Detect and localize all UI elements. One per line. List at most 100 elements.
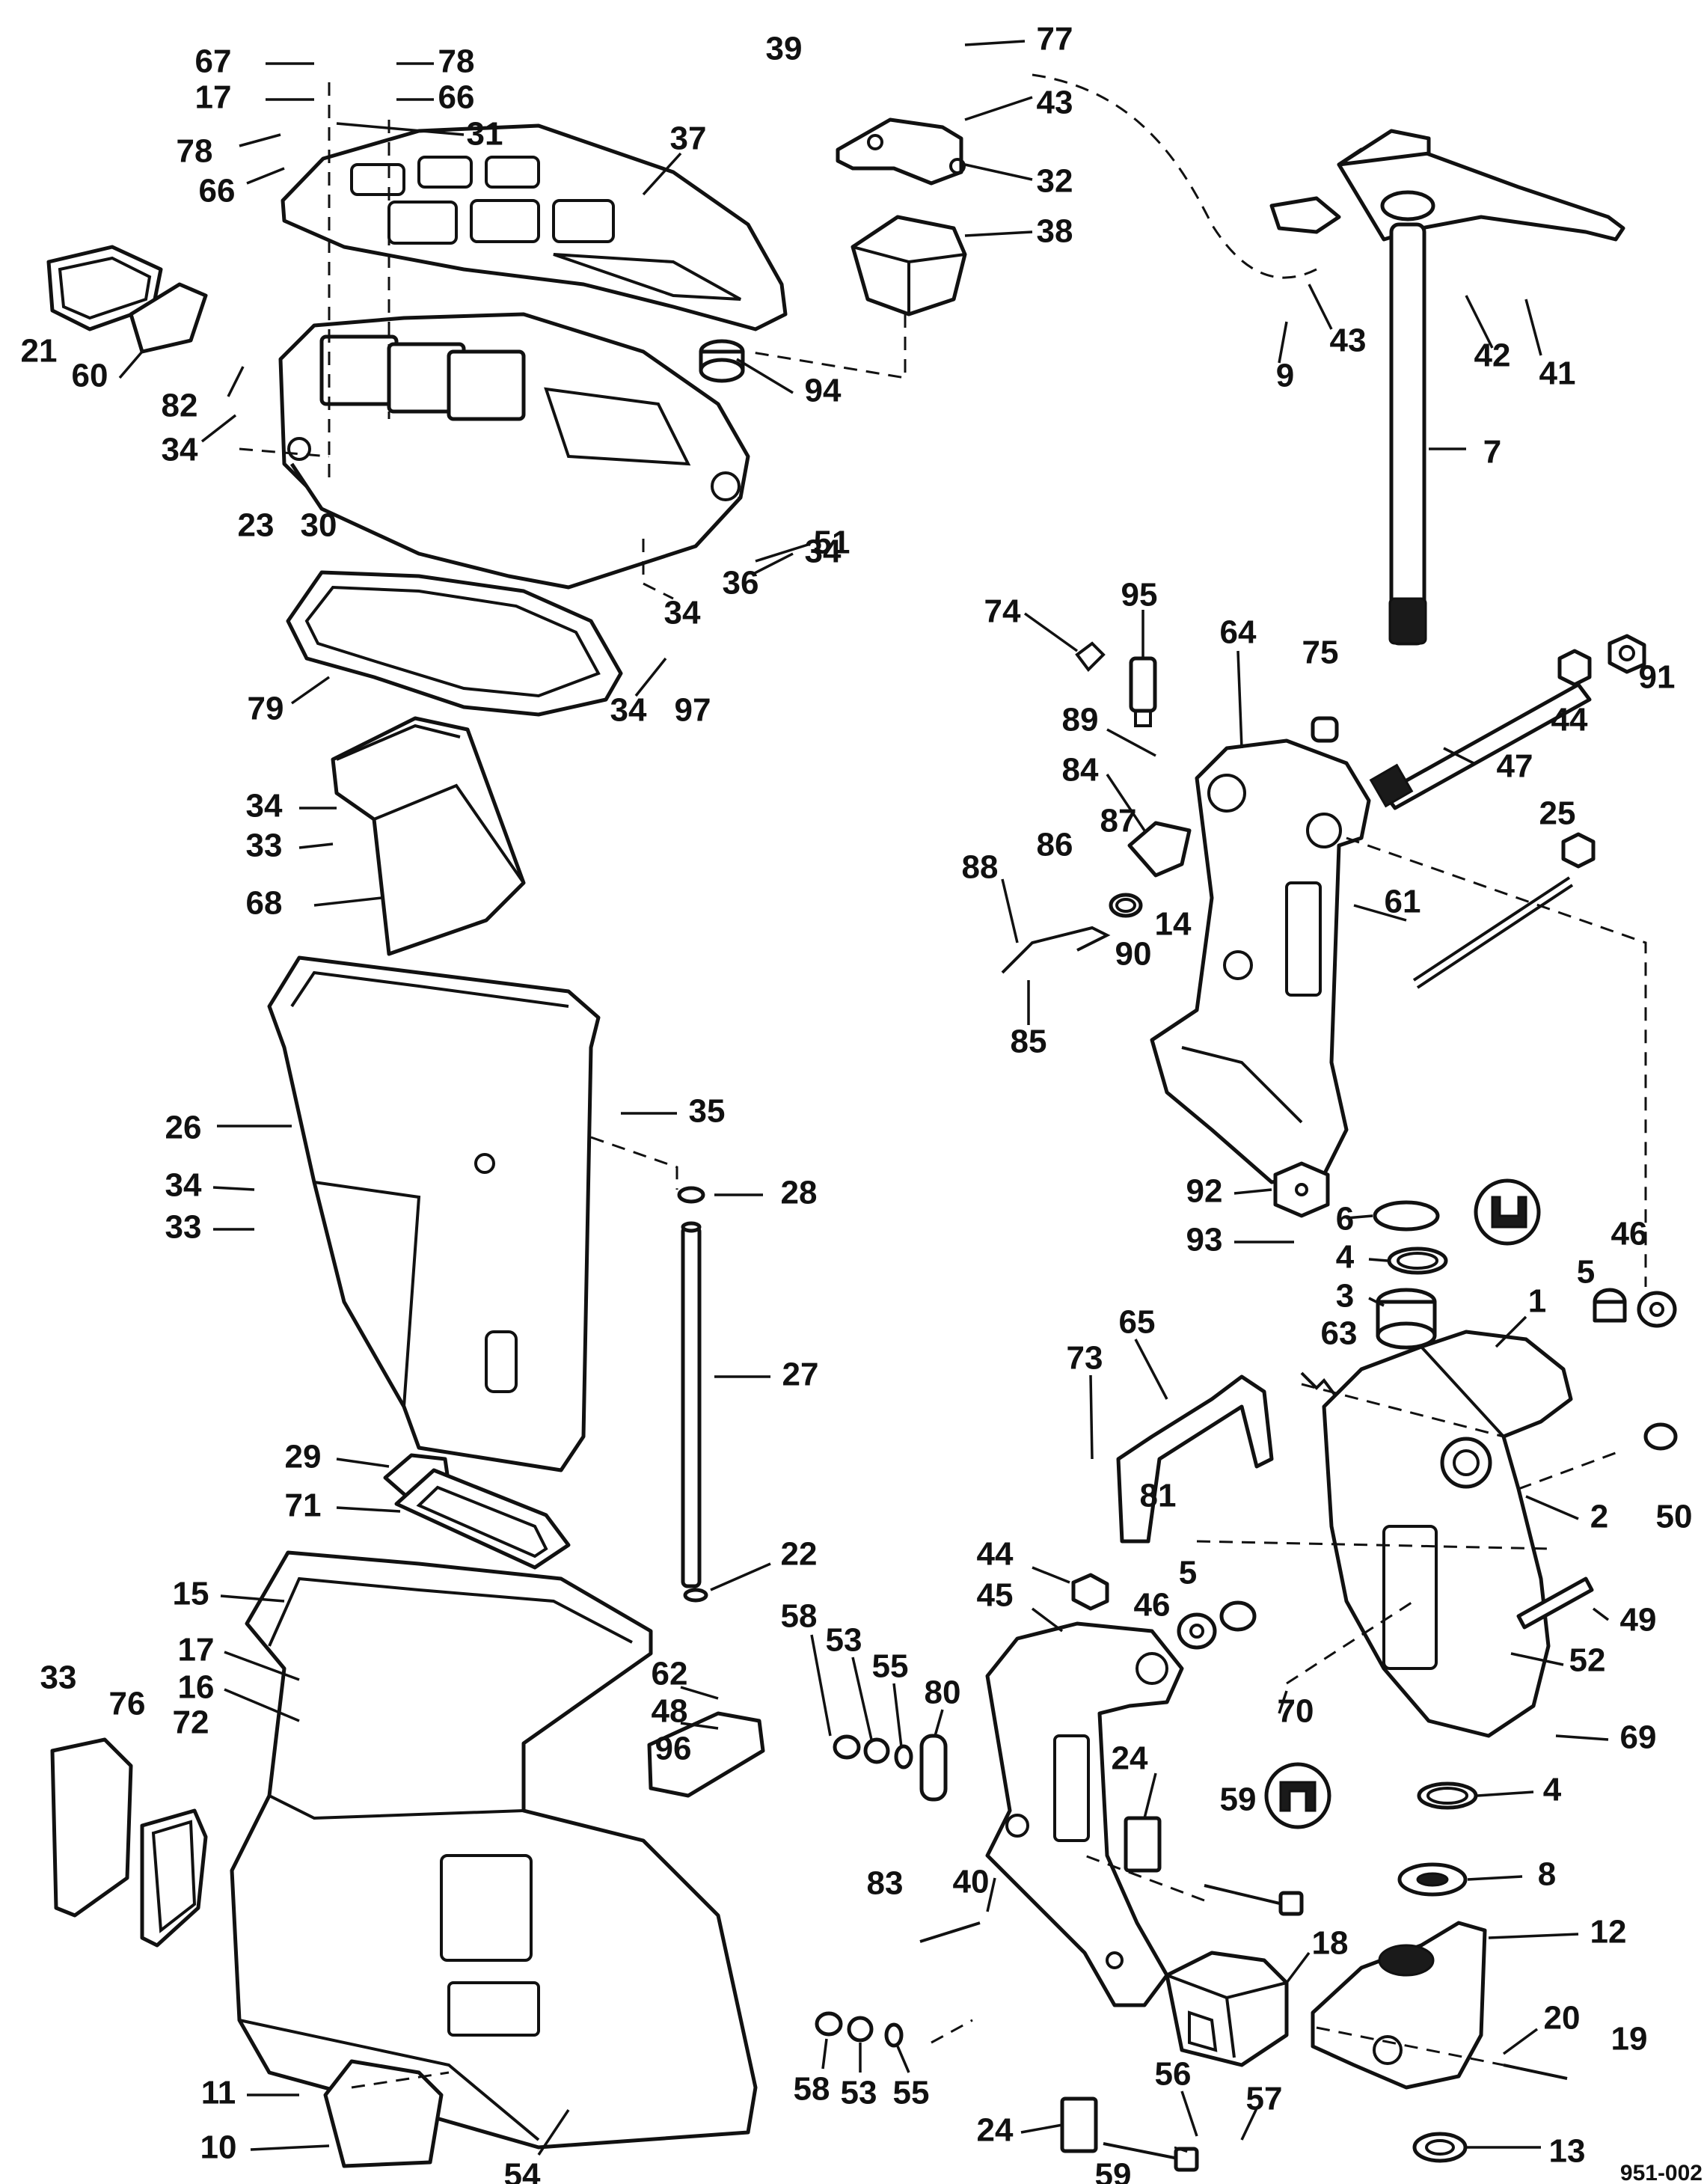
callout-37: 37	[670, 120, 707, 157]
callout-78: 78	[438, 43, 475, 80]
callout-79: 79	[248, 691, 284, 727]
pin-49	[1516, 1576, 1594, 1630]
callout-93: 93	[1186, 1222, 1223, 1258]
callout-83: 83	[867, 1865, 904, 1902]
callout-13: 13	[1549, 2133, 1586, 2170]
callout-58: 58	[781, 1598, 818, 1635]
gasket-72	[140, 1808, 208, 1948]
callout-34: 34	[165, 1167, 202, 1204]
washer-6	[1373, 1200, 1440, 1232]
adapter-gasket-37	[281, 123, 788, 331]
nut-91	[1608, 634, 1646, 674]
seal-71	[394, 1468, 571, 1570]
ring-22	[683, 1588, 708, 1603]
bolt-59-bottom	[1103, 2142, 1199, 2172]
callout-44: 44	[977, 1536, 1014, 1573]
callout-27: 27	[782, 1356, 819, 1393]
callout-25: 25	[1539, 795, 1576, 832]
callout-68: 68	[246, 885, 283, 922]
exhaust-housing-26	[267, 955, 601, 1472]
nut-44-lower	[1071, 1573, 1109, 1611]
callout-34: 34	[805, 533, 842, 570]
bolt-19	[1503, 2064, 1568, 2080]
callout-72: 72	[173, 1704, 209, 1741]
callout-60: 60	[72, 358, 108, 394]
callout-47: 47	[1497, 748, 1533, 785]
callout-17: 17	[195, 79, 232, 116]
callout-38: 38	[1037, 213, 1073, 250]
callout-43: 43	[1330, 322, 1367, 359]
callout-14: 14	[1155, 906, 1192, 943]
callout-46: 46	[1611, 1216, 1648, 1252]
swivel-bracket-64	[1150, 738, 1371, 1184]
callout-53: 53	[826, 1622, 862, 1659]
callout-58: 58	[794, 2071, 830, 2108]
callout-11: 11	[201, 2075, 236, 2111]
callout-17: 17	[178, 1632, 215, 1668]
gasket-79	[286, 570, 623, 717]
nut-13	[1412, 2132, 1468, 2163]
cover-76	[50, 1737, 133, 1918]
callout-3: 3	[1336, 1278, 1354, 1315]
callout-73: 73	[1067, 1340, 1103, 1377]
callout-57: 57	[1246, 2081, 1283, 2117]
callout-33: 33	[165, 1209, 202, 1246]
callout-55: 55	[893, 2075, 930, 2111]
callout-29: 29	[285, 1439, 322, 1475]
callout-95: 95	[1121, 577, 1158, 614]
exhaust-adapter-30	[278, 312, 750, 590]
callout-34: 34	[246, 788, 283, 825]
nut-53-top	[863, 1737, 890, 1764]
callout-16: 16	[178, 1669, 215, 1706]
bushing-3	[1376, 1288, 1437, 1350]
rod-61	[1412, 876, 1574, 989]
callout-87: 87	[1100, 803, 1137, 839]
gasket-60	[129, 282, 208, 354]
swivel-bracket-1	[1322, 1330, 1573, 1738]
callout-67: 67	[195, 43, 232, 80]
callout-30: 30	[301, 507, 337, 544]
callout-43: 43	[1037, 85, 1073, 121]
stern-bracket-45	[985, 1621, 1184, 2007]
plate-96	[647, 1711, 765, 1798]
callout-9: 9	[1276, 358, 1294, 394]
callout-59: 59	[1095, 2157, 1132, 2184]
callout-36: 36	[723, 565, 759, 602]
callout-2: 2	[1590, 1499, 1608, 1535]
block-92	[1273, 1161, 1330, 1218]
callout-85: 85	[1011, 1024, 1047, 1060]
assembly-lines	[239, 73, 1647, 2156]
seal-icon-top	[1474, 1178, 1541, 1246]
callout-8: 8	[1538, 1856, 1556, 1893]
block-18	[1165, 1951, 1289, 2067]
callout-4: 4	[1336, 1239, 1355, 1276]
spring-86	[1109, 893, 1143, 918]
callout-18: 18	[1312, 1925, 1349, 1962]
callout-82: 82	[162, 388, 198, 424]
callout-70: 70	[1278, 1693, 1314, 1730]
exhaust-tube-68	[331, 716, 526, 956]
grommet-28	[677, 1186, 705, 1204]
callout-15: 15	[173, 1576, 209, 1612]
callout-84: 84	[1062, 752, 1099, 789]
callout-50: 50	[1656, 1499, 1693, 1535]
leader-lines	[118, 40, 1610, 2156]
callout-24: 24	[1112, 1740, 1148, 1777]
callout-34: 34	[610, 692, 647, 729]
callout-6: 6	[1336, 1201, 1354, 1238]
washer-46-left	[1177, 1612, 1217, 1650]
callout-62: 62	[652, 1656, 688, 1692]
bushing-5-right	[1593, 1288, 1627, 1323]
callout-86: 86	[1037, 827, 1073, 863]
water-tube-27	[681, 1221, 702, 1588]
spring-63	[1300, 1371, 1337, 1397]
bracket-12	[1311, 1921, 1487, 2090]
nut-44-top	[1557, 649, 1592, 687]
callout-41: 41	[1539, 355, 1576, 392]
callout-24: 24	[977, 2112, 1014, 2149]
lever-65	[1116, 1374, 1274, 1544]
washer-55-top	[894, 1744, 913, 1769]
callout-12: 12	[1590, 1914, 1627, 1951]
callout-78: 78	[177, 133, 213, 170]
